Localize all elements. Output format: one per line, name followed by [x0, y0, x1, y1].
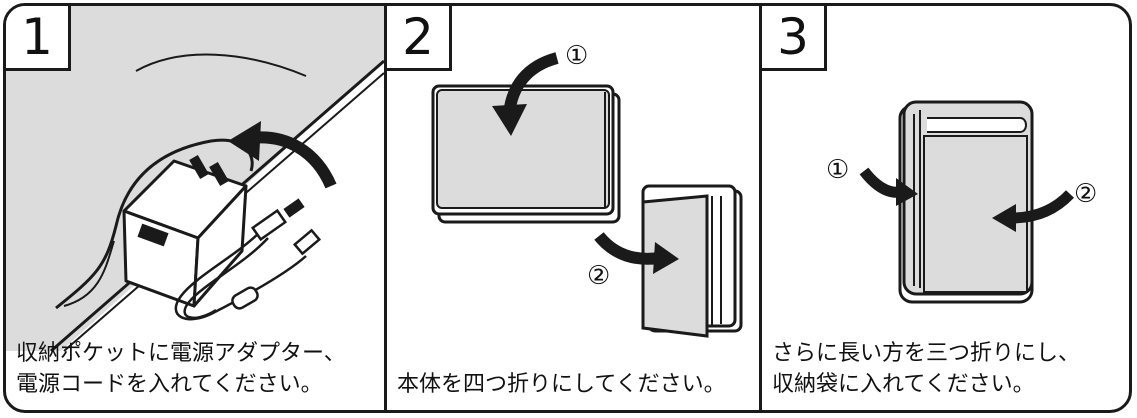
- caption-line-2: 収納袋に入れてください。: [772, 372, 1035, 397]
- usb-cable-icon: [174, 198, 322, 321]
- step-3-illustration: ① ②: [826, 100, 1097, 304]
- step-caption: 収納ポケットに電源アダプター、 電源コードを入れてください。: [16, 338, 346, 400]
- caption-line-1: 収納ポケットに電源アダプター、: [16, 341, 346, 366]
- marker-2-label: ②: [587, 261, 610, 291]
- step-2-illustration: ① ②: [431, 41, 743, 338]
- step-caption: 本体を四つ折りにしてください。: [397, 369, 726, 400]
- step-1-illustration: [6, 6, 384, 353]
- panel-divider: [384, 6, 387, 410]
- panel-divider: [759, 6, 762, 410]
- folded-case-book: [641, 184, 743, 338]
- caption-line-2: 電源コードを入れてください。: [16, 372, 323, 397]
- pocket-flap-fold: [63, 240, 115, 307]
- fold-arrow-1-icon: [859, 167, 918, 206]
- insert-arrow-icon: [228, 121, 337, 189]
- caption-line-1: 本体を四つ折りにしてください。: [397, 372, 726, 397]
- step-3-panel: ① ② 3 さらに長い方を三つ折りにし、 収納袋に入れてください。: [762, 6, 1129, 410]
- folded-case-flat: [431, 84, 621, 224]
- step-number: 2: [387, 6, 452, 71]
- step-caption: さらに長い方を三つ折りにし、 収納袋に入れてください。: [772, 338, 1080, 400]
- power-adapter-icon: [122, 154, 248, 308]
- folded-case-tall: [898, 100, 1034, 304]
- fold-arrow-2-icon: [992, 190, 1075, 232]
- step-number: 3: [762, 6, 827, 71]
- caption-line-1: さらに長い方を三つ折りにし、: [772, 341, 1081, 366]
- marker-1-label: ①: [565, 41, 588, 71]
- step-1-panel: 1 収納ポケットに電源アダプター、 電源コードを入れてください。: [6, 6, 384, 410]
- fold-arrow-2-icon: [594, 232, 679, 274]
- instruction-sheet: 1 収納ポケットに電源アダプター、 電源コードを入れてください。 ①: [3, 3, 1132, 413]
- marker-1-label: ①: [826, 155, 849, 185]
- step-2-panel: ① ② 2 本体を四つ折りにしてください。: [387, 6, 759, 410]
- step-number: 1: [6, 6, 71, 71]
- marker-2-label: ②: [1074, 179, 1097, 209]
- fold-arrow-1-icon: [492, 52, 559, 136]
- fabric-crease: [135, 53, 307, 77]
